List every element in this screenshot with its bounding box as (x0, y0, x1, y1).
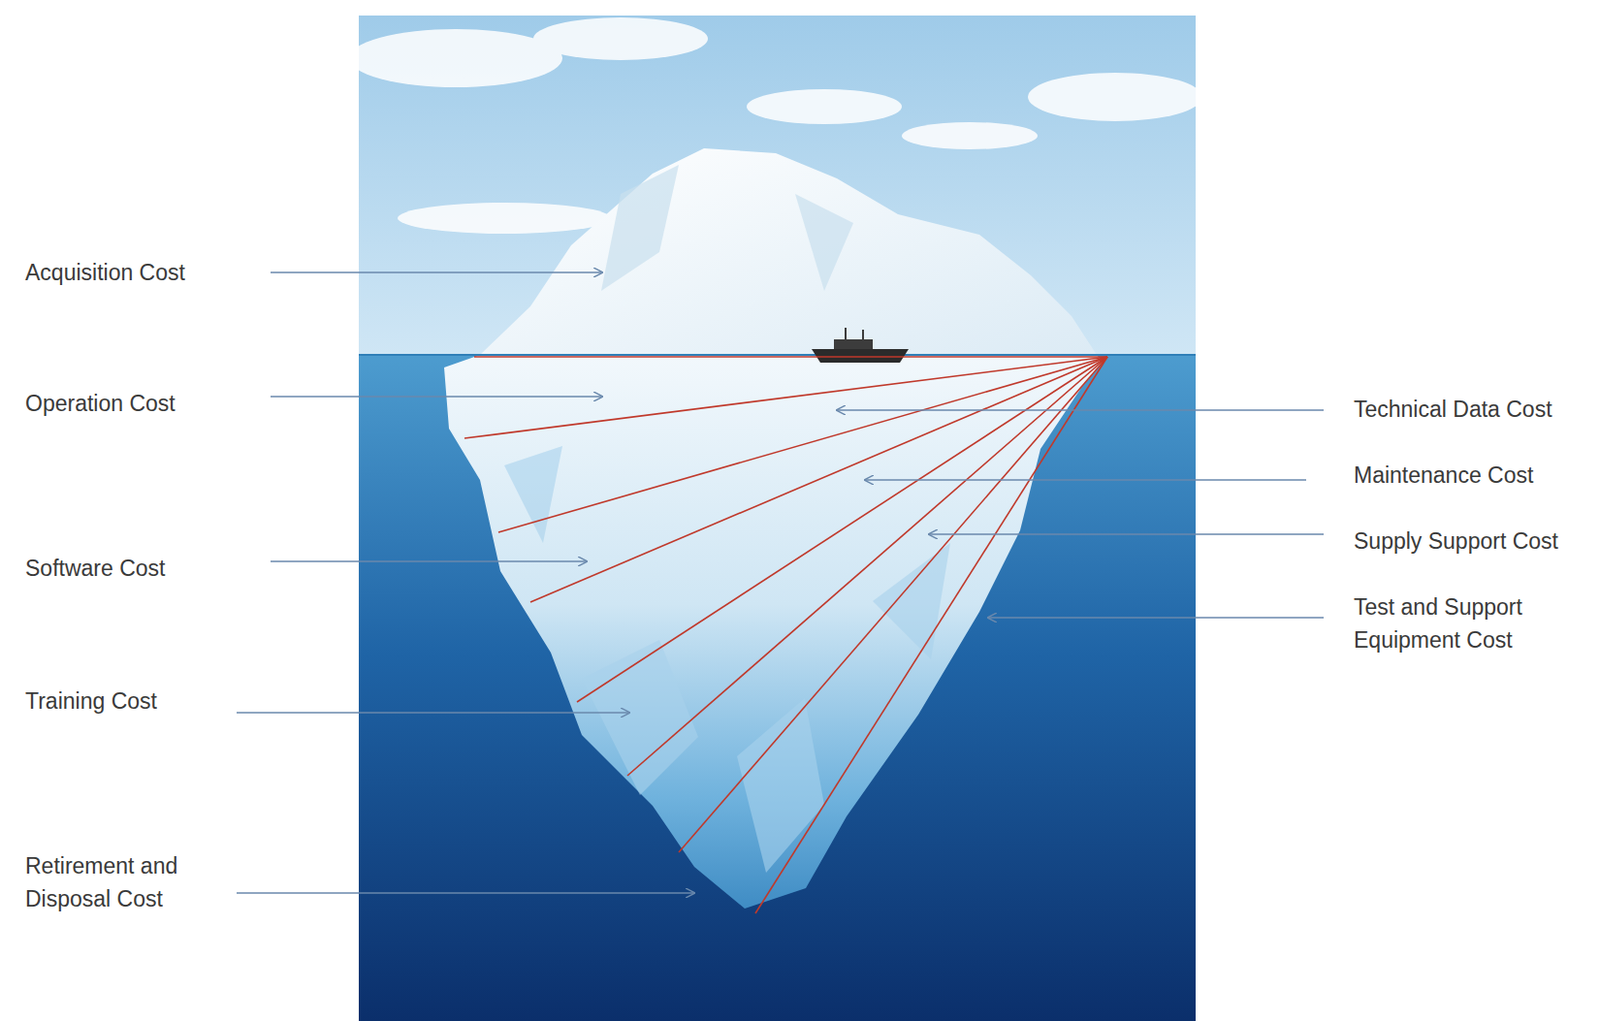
waterline (358, 353, 1196, 356)
cost-label: Maintenance Cost (1353, 458, 1597, 492)
cost-label: Technical Data Cost (1353, 392, 1597, 426)
cost-label: Retirement and Disposal Cost (25, 849, 215, 916)
cost-label: Test and Support Equipment Cost (1353, 590, 1572, 657)
cost-label: Acquisition Cost (25, 256, 278, 289)
underwater-ice (444, 354, 1103, 909)
visible-ice (480, 148, 1097, 355)
cost-label: Operation Cost (25, 386, 278, 420)
leader-lines (236, 272, 1324, 894)
sea (358, 354, 1196, 1021)
cost-label: Training Cost (25, 684, 278, 718)
fan-lines (464, 356, 1108, 914)
ice-shading (504, 446, 951, 873)
cost-label: Software Cost (25, 551, 278, 585)
cost-label: Supply Support Cost (1353, 524, 1597, 558)
ice-shading (601, 164, 854, 291)
